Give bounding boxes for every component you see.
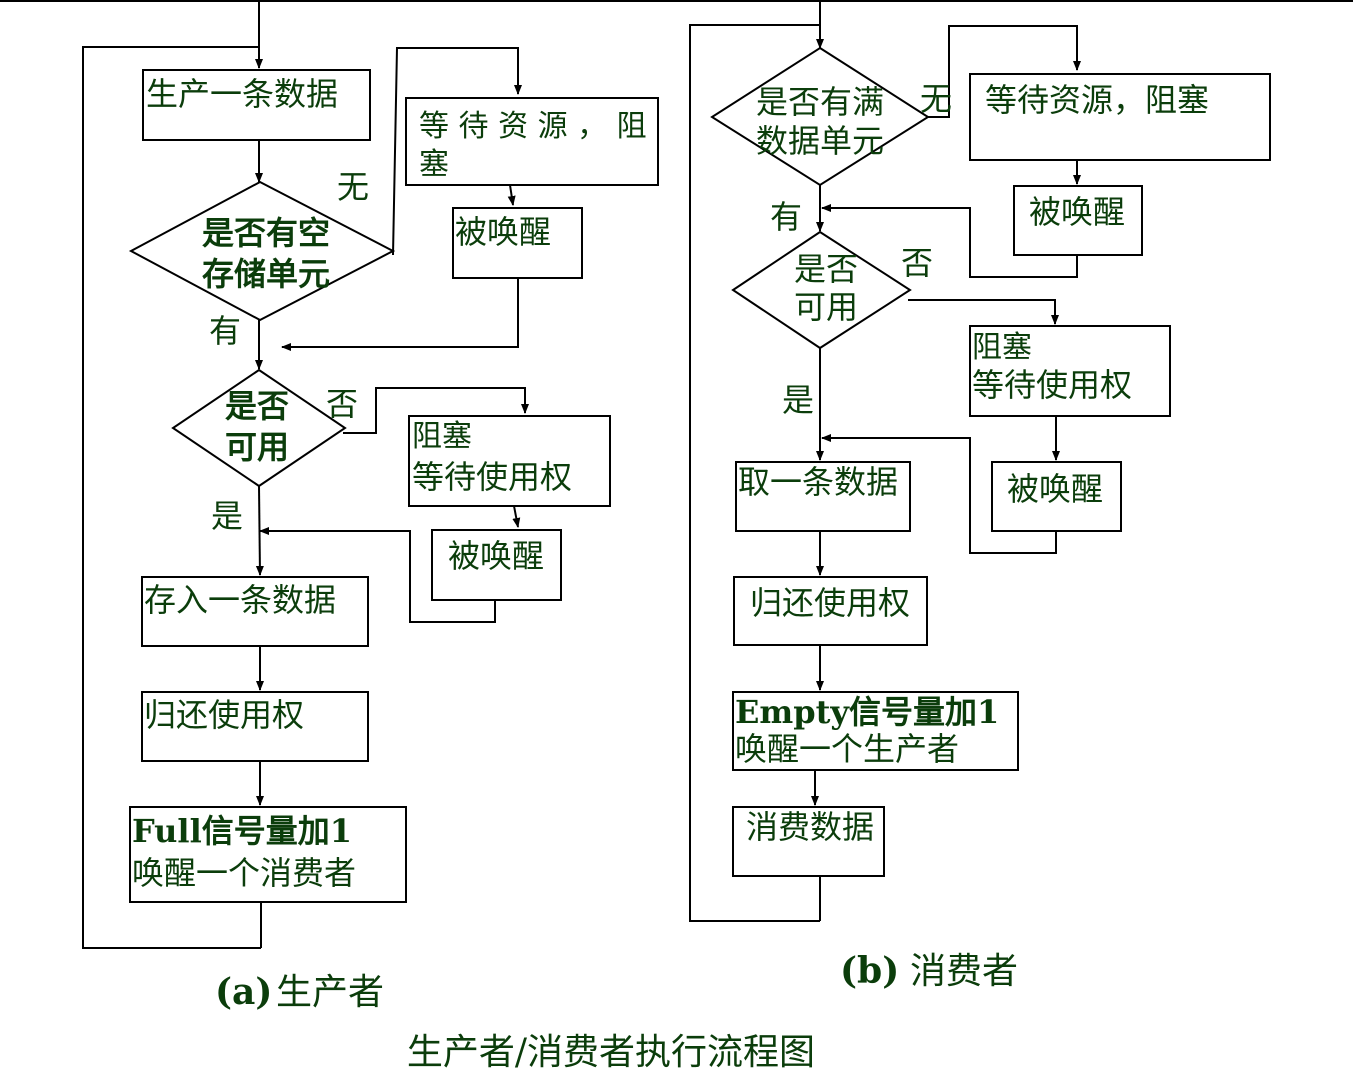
consumer-caption-tag: (b) xyxy=(840,950,899,992)
empty-signal-label-1: Empty信号量加1 xyxy=(735,693,999,731)
woken-label-2: 被唤醒 xyxy=(448,537,544,575)
consumer-woken-box-1 xyxy=(1013,185,1143,256)
produce-data-label: 生产一条数据 xyxy=(146,75,338,113)
has-empty-storage-label-2: 存储单元 xyxy=(202,255,330,293)
consumer-yes-label-2: 是 xyxy=(782,381,814,419)
diagram-title: 生产者/消费者执行流程图 xyxy=(407,1032,815,1073)
full-signal-label-1: Full信号量加1 xyxy=(132,812,352,850)
has-empty-storage-label-1: 是否有空 xyxy=(202,214,330,252)
consumer-no-label-1: 无 xyxy=(920,80,952,118)
consumer-available-label-2: 可用 xyxy=(794,288,858,326)
consumer-woken-label-1: 被唤醒 xyxy=(1029,193,1125,231)
consumer-release-label: 归还使用权 xyxy=(750,584,910,622)
consumer-flowchart: 是否有满 数据单元 无 等待资源，阻塞 被唤醒 有 是否 可用 否 阻塞 等待使… xyxy=(689,0,1271,992)
produce-data-box xyxy=(142,69,371,141)
take-data-box xyxy=(735,461,911,532)
consumer-caption: 消费者 xyxy=(910,951,1018,992)
consumer-wait-resource-label: 等待资源，阻塞 xyxy=(985,81,1209,119)
woken-box-2 xyxy=(431,529,562,601)
release-box xyxy=(141,691,369,762)
release-label: 归还使用权 xyxy=(144,696,304,734)
consume-data-box xyxy=(732,806,885,877)
consumer-block-wait-label-2: 等待使用权 xyxy=(972,366,1132,404)
store-data-box xyxy=(141,576,369,647)
has-empty-storage-decision xyxy=(128,180,396,322)
consumer-woken-box-2 xyxy=(991,461,1122,532)
no-label-2: 否 xyxy=(326,385,358,423)
no-label-1: 无 xyxy=(337,168,369,206)
consumer-wait-resource-box xyxy=(969,73,1271,161)
empty-signal-label-2: 唤醒一个生产者 xyxy=(735,730,959,768)
available-decision xyxy=(171,368,347,488)
has-full-data-label-2: 数据单元 xyxy=(756,122,884,160)
wait-resource-label-1: 等 待 资 源 ， 阻 xyxy=(419,109,647,144)
consumer-available-label-1: 是否 xyxy=(794,250,858,288)
woken-box-1 xyxy=(452,207,583,279)
take-data-label: 取一条数据 xyxy=(738,463,898,501)
yes-label-1: 有 xyxy=(209,312,241,350)
block-wait-box xyxy=(408,415,611,507)
consumer-no-label-2: 否 xyxy=(901,244,933,282)
producer-caption-tag: (a) xyxy=(215,971,272,1013)
has-full-data-decision xyxy=(710,46,930,187)
full-signal-label-2: 唤醒一个消费者 xyxy=(132,854,356,892)
full-signal-box xyxy=(129,806,407,903)
available-label-1: 是否 xyxy=(225,387,289,425)
wait-resource-box xyxy=(405,97,659,186)
available-label-2: 可用 xyxy=(225,428,289,466)
has-full-data-label-1: 是否有满 xyxy=(756,83,884,121)
consumer-block-wait-box xyxy=(969,325,1171,417)
consumer-woken-label-2: 被唤醒 xyxy=(1007,470,1103,508)
consumer-release-box xyxy=(733,576,928,646)
empty-signal-box xyxy=(732,691,1019,771)
block-wait-label-1: 阻塞 xyxy=(412,419,472,454)
consumer-available-decision xyxy=(731,230,912,350)
consumer-block-wait-label-1: 阻塞 xyxy=(972,330,1032,365)
wait-resource-label-2: 塞 xyxy=(419,147,449,182)
consumer-yes-label-1: 有 xyxy=(770,198,802,236)
block-wait-label-2: 等待使用权 xyxy=(412,458,572,496)
producer-flowchart: 生产一条数据 等 待 资 源 ， 阻 塞 被唤醒 是否有空 存储单元 无 有 是… xyxy=(82,0,659,1013)
yes-label-2: 是 xyxy=(211,497,243,535)
producer-caption: 生产者 xyxy=(276,972,384,1013)
consume-data-label: 消费数据 xyxy=(746,808,874,846)
store-data-label: 存入一条数据 xyxy=(144,581,336,619)
woken-label-1: 被唤醒 xyxy=(455,213,551,251)
